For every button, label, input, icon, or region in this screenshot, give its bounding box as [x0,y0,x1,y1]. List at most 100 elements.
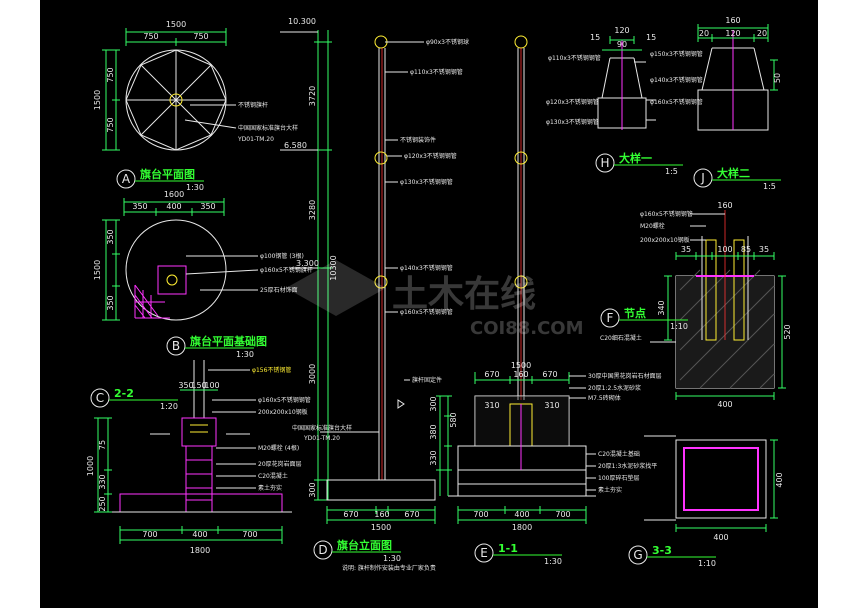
note-e-5: 20厚1:3水泥砂浆找平 [598,462,657,470]
dim-f-1: 160 [717,201,732,210]
note-c-5: 20厚花岗岩面层 [258,460,302,468]
dim-g-1: 400 [713,533,728,542]
dim-d-seg-2: 3280 [308,200,317,220]
callout-circle-f [600,308,620,328]
dim-e-bottom-2: 400 [514,510,529,519]
dim-f-4: 85 [741,245,751,254]
dim-d-seg-1: 3720 [308,86,317,106]
callout-circle-c [90,388,110,408]
note-d-3: 不锈钢装饰件 [400,136,436,144]
dim-f-3: 35 [681,245,691,254]
dim-e-bottom-total: 1800 [512,523,532,532]
dim-h-2: 90 [617,40,627,49]
callout-title-a: 旗台平面图 [140,167,195,181]
note-b-2: φ160x5不锈钢旗杆 [260,266,313,274]
dim-c-bottom-3: 700 [242,530,257,539]
dim-b-top-1: 350 [132,202,147,211]
callout-letter-g: G [633,548,642,562]
dim-d-elev-mid: 6.580 [284,141,307,150]
note-d-4: φ120x3不锈钢钢管 [404,152,457,160]
dim-j-3: 20 [699,29,709,38]
dim-e-top-1: 670 [484,370,499,379]
footer-note: 说明: 旗杆制作安装由专业厂家负责 [342,564,436,572]
dim-d-bottom-3: 670 [404,510,419,519]
dim-d-elev-top: 10.300 [288,17,316,26]
callout-scale-d: 1:30 [383,554,401,563]
view-a-plan [102,28,237,151]
dim-e-side-1: 300 [429,396,438,411]
callout-scale-j: 1:5 [763,182,776,191]
dim-h-4: 15 [646,33,656,42]
note-f-2: M20螺栓 [640,222,665,230]
dim-j-1: 160 [725,16,740,25]
dim-c-side-1: 75 [98,440,107,450]
callout-circle-e [474,543,494,563]
callout-title-f: 节点 [624,306,646,320]
view-e-section [436,35,596,524]
callout-letter-h: H [600,156,609,170]
d-base [326,479,436,501]
watermark-logo-icon [286,260,386,316]
note-b-3: 25厚石材饰面 [260,286,298,294]
callout-title-e: 1-1 [498,542,518,555]
note-f-4: C20细石混凝土 [600,334,642,342]
callout-circle-g [628,545,648,565]
note-c-6: C20混凝土 [258,472,288,480]
callout-letter-j: J [700,171,705,185]
dim-c-bottom-2: 400 [192,530,207,539]
note-a-std: 中国国家标准旗台大样 [238,124,298,132]
dim-f-2: 100 [717,245,732,254]
dim-j-2: 120 [725,29,740,38]
dim-e-top-3: 670 [542,370,557,379]
dim-a-top-left: 750 [143,32,158,41]
dim-g-2: 400 [775,472,784,487]
dim-d-bottom-1: 670 [343,510,358,519]
note-c-7: 素土夯实 [258,484,282,492]
dim-h-3: 15 [590,33,600,42]
callout-scale-b: 1:30 [236,350,254,359]
dim-c-bottom-1: 700 [142,530,157,539]
dim-e-top-2: 160 [513,370,528,379]
callout-circle-b [166,336,186,356]
dim-b-top-2: 400 [166,202,181,211]
view-f-joint [650,210,786,400]
watermark-main: 土木在线 [392,274,536,315]
note-j-1: φ150x3不锈钢钢管 [650,50,703,58]
note-d-8: 旗杆固定件 [412,376,442,384]
note-d-1: φ90x3不锈钢球 [426,38,469,46]
callout-scale-c: 1:20 [160,402,178,411]
view-b-foundation [102,198,259,321]
dim-b-side-top: 350 [106,229,115,244]
dim-a-top-total: 1500 [166,20,186,29]
callout-letter-b: B [172,339,180,353]
dim-f-5: 35 [759,245,769,254]
note-e-6: 100厚碎石垫层 [598,474,639,482]
note-f-3: 200x200x10钢板 [640,236,690,244]
dim-f-8: 340 [657,300,666,315]
callout-title-d: 旗台立面图 [337,538,392,552]
dim-b-top-3: 350 [200,202,215,211]
callout-title-h: 大样一 [619,151,652,165]
dim-j-4: 20 [757,29,767,38]
dim-e-top-6: 310 [544,401,559,410]
watermark-sub: COI88.COM [470,318,584,339]
dim-e-side-4: 580 [449,412,458,427]
callout-letter-a: A [122,172,131,186]
dim-f-7: 520 [783,324,792,339]
dim-d-total: 10300 [329,255,338,280]
pole-base-circle [169,93,183,107]
dim-c-side-total: 1000 [86,456,95,476]
note-b-1: φ100钢管 (3根) [260,252,304,260]
note-h-2: φ120x3不锈钢钢管 [546,98,599,106]
note-j-3: φ160x5不锈钢钢管 [650,98,703,106]
dim-a-side-total: 1500 [93,90,102,110]
dim-j-5: 50 [773,73,782,83]
note-d-9: 中国国家标准旗台大样 [292,424,352,432]
note-d-5: φ130x3不锈钢钢管 [400,178,453,186]
note-d-10: YD01-TM.20 [303,435,340,442]
callout-letter-e: E [480,546,488,560]
